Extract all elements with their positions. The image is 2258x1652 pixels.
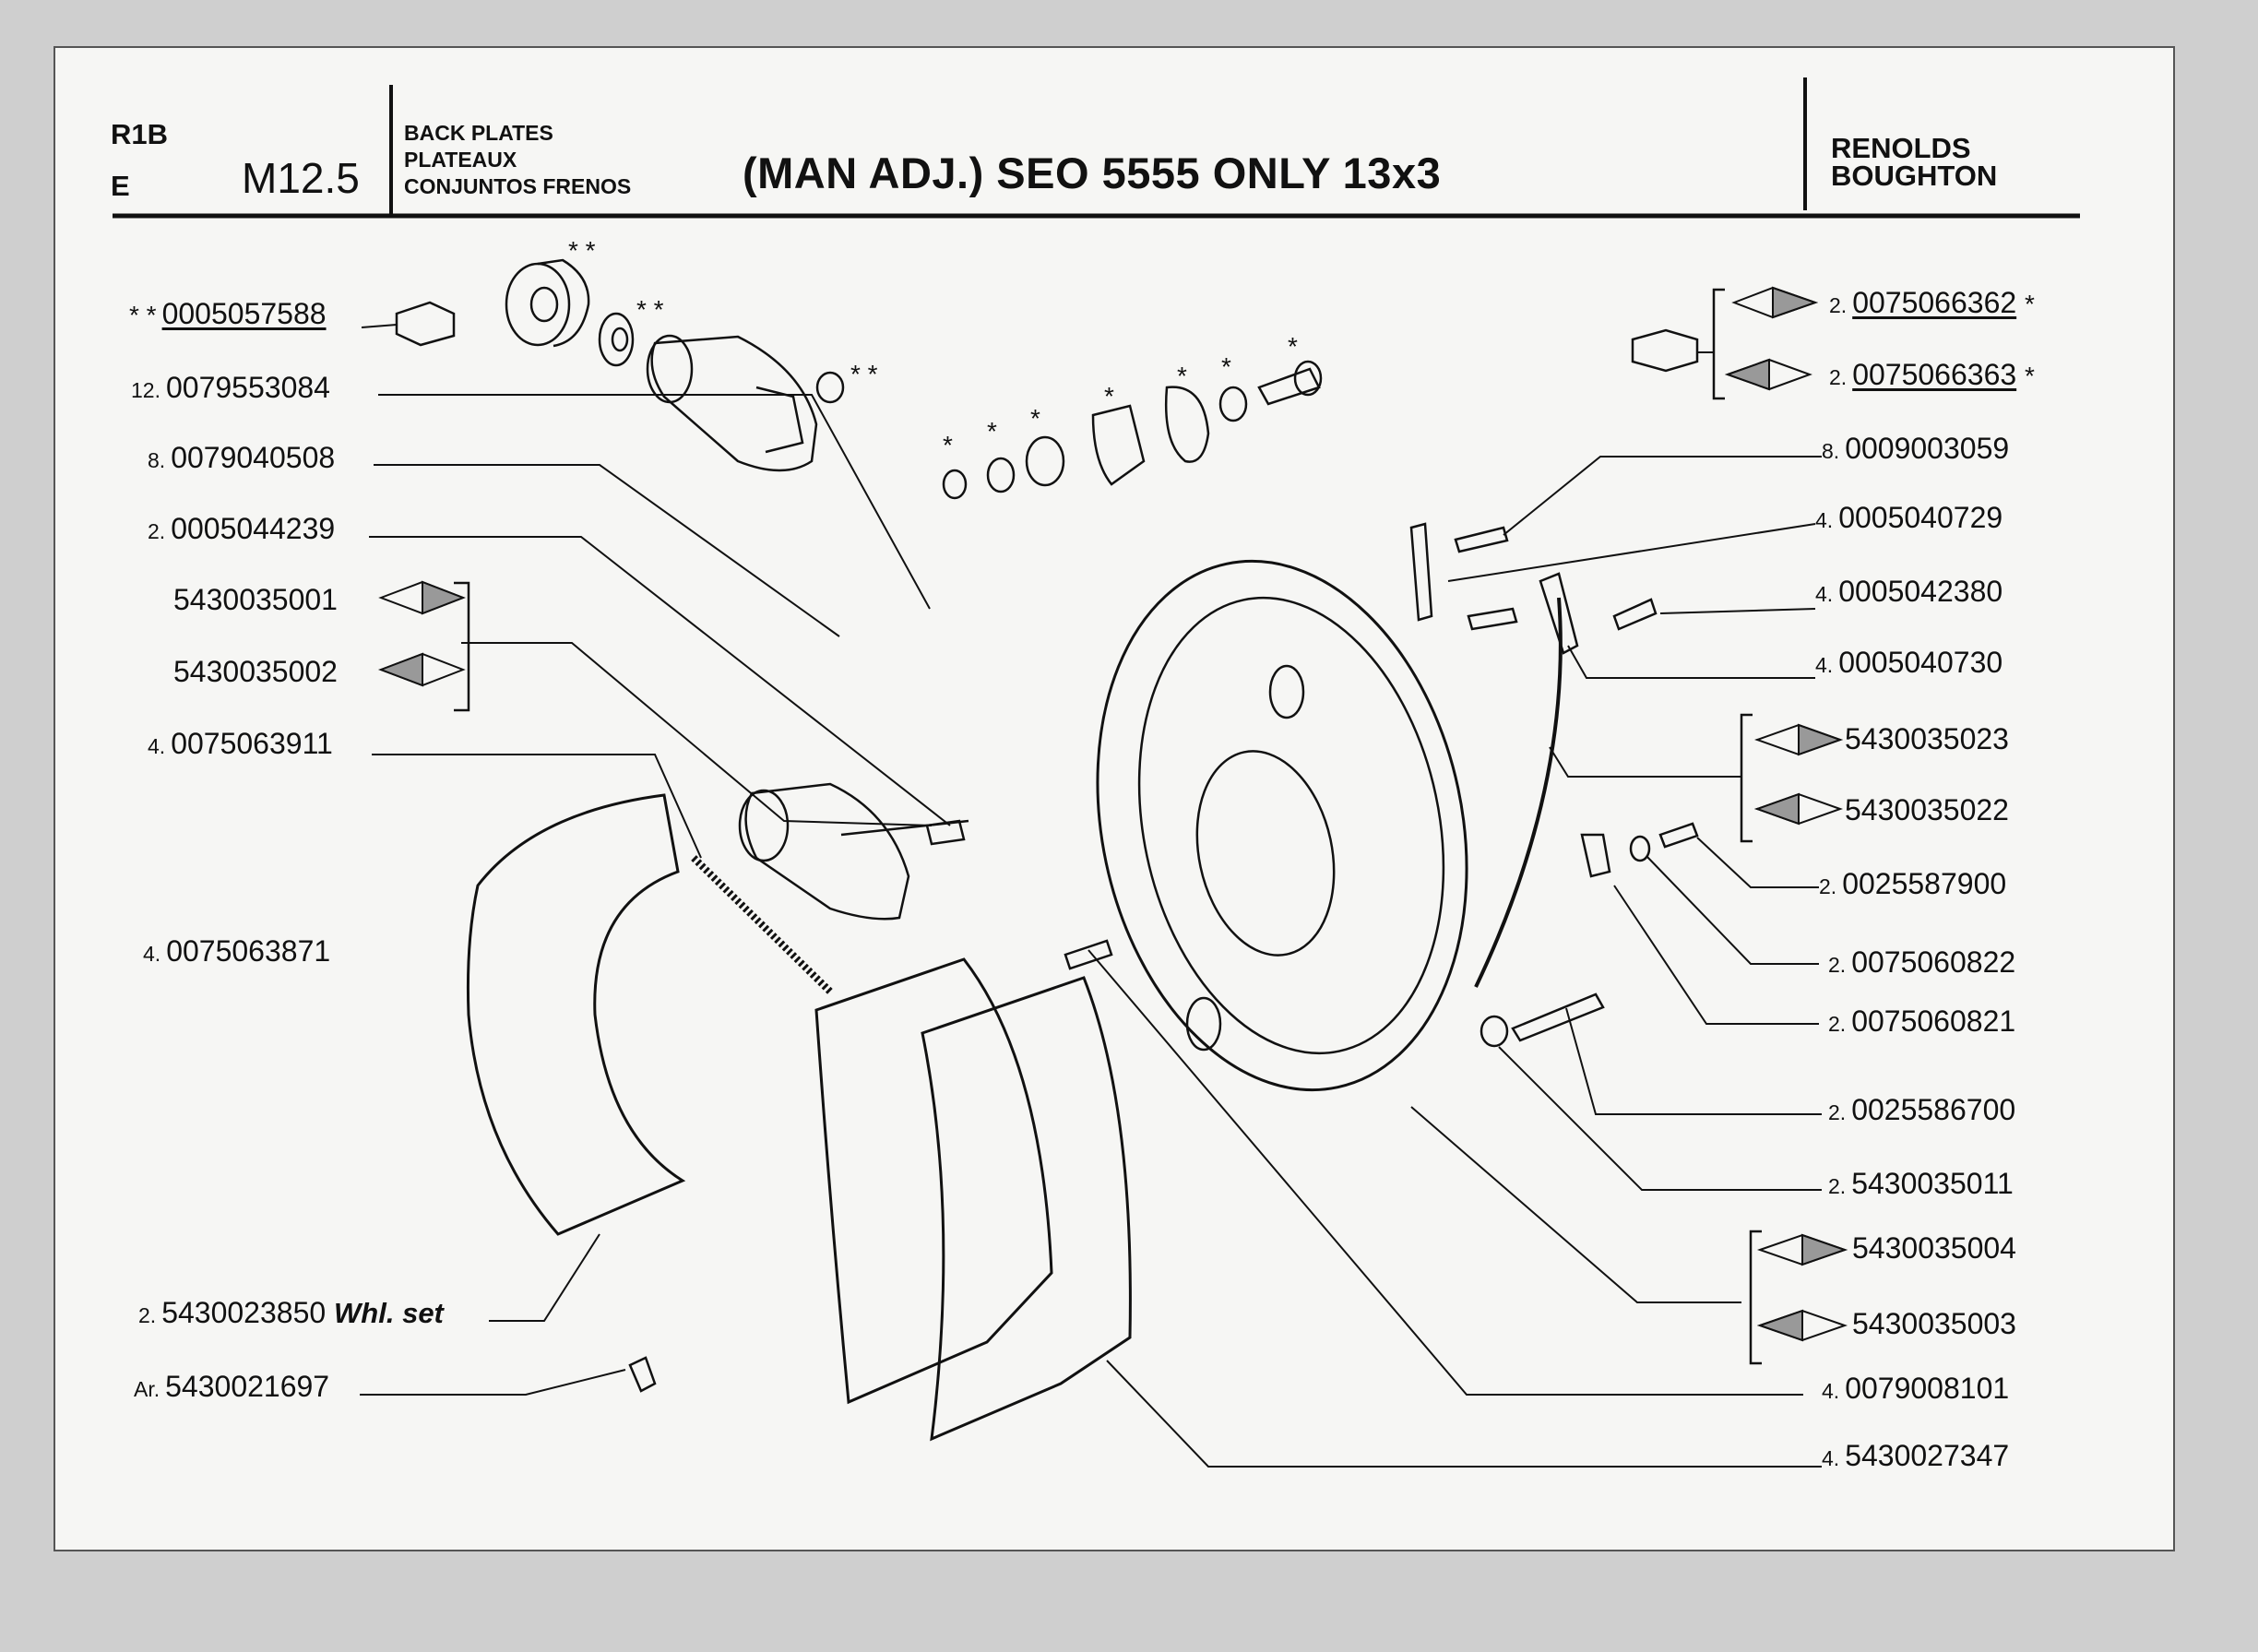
desc-en: BACK PLATES [404, 121, 553, 145]
desc-fr: PLATEAUX [404, 148, 517, 172]
part-label: * *0005057588 [129, 297, 327, 330]
double-star-marker: * * [636, 295, 664, 324]
code-top: R1B [111, 118, 169, 150]
backing-plate [1096, 559, 1468, 1092]
part-label: 8.0079040508 [148, 441, 336, 474]
part-label: 2.0075066363 * [1829, 358, 2035, 391]
double-star-marker: * * [568, 236, 596, 265]
bag-item-left [395, 301, 456, 347]
part-label: 5430035023 [1845, 722, 2009, 755]
double-star-marker: * * [850, 360, 878, 388]
part-label: 4.0005040730 [1815, 646, 2003, 679]
star-marker: * [1030, 404, 1040, 433]
star-marker: * [1177, 362, 1187, 390]
wheel-cylinder-top [646, 334, 818, 472]
part-label: 4.0005042380 [1815, 575, 2003, 608]
part-label: 2.5430023850 Whl. set [138, 1296, 444, 1329]
part-label: 5430035002 [173, 655, 338, 688]
brand-line-2: BOUGHTON [1831, 160, 1998, 192]
part-label: 4.0079008101 [1822, 1372, 2010, 1405]
part-label: 4.5430027347 [1822, 1439, 2010, 1472]
code-bottom: E [111, 170, 130, 202]
part-label: 5430035022 [1845, 793, 2009, 826]
brake-shoe-right-b [921, 976, 1132, 1442]
wheel-cylinder-lower [738, 782, 910, 921]
dust-cap [505, 258, 635, 367]
adjuster-parts [942, 360, 1323, 500]
part-label: 4.0075063871 [143, 934, 331, 968]
page-title: (MAN ADJ.) SEO 5555 ONLY 13x3 [743, 149, 1442, 197]
brand-line-1: RENOLDS [1831, 132, 1971, 164]
part-label: 5430035003 [1852, 1307, 2016, 1340]
part-label: 2.0075066362 * [1829, 286, 2035, 319]
star-marker: * [1221, 352, 1231, 381]
part-label: 5430035004 [1852, 1231, 2016, 1265]
desc-es: CONJUNTOS FRENOS [404, 174, 632, 198]
parts-sheet [55, 48, 2173, 1550]
star-marker: * [943, 431, 953, 459]
part-label: 12.0079553084 [131, 371, 330, 404]
part-label: 2.0025586700 [1828, 1093, 2016, 1126]
brake-shoe-left [466, 793, 686, 1236]
part-label: 2.0005044239 [148, 512, 336, 545]
brake-shoe-right-a [814, 957, 1053, 1405]
kit-icons [378, 286, 1848, 1342]
part-label: 2.0075060821 [1828, 1004, 2016, 1038]
part-label: 4.0005040729 [1815, 501, 2003, 534]
part-label: 2.0025587900 [1819, 867, 2007, 900]
part-label: 2.5430035011 [1828, 1167, 2014, 1200]
part-label: 8.0009003059 [1822, 432, 2010, 465]
star-marker: * [1104, 382, 1114, 410]
bag-item-right [1631, 328, 1699, 373]
part-label: 5430035001 [173, 583, 338, 616]
part-label: 4.0075063911 [148, 727, 333, 760]
star-marker: * [987, 417, 997, 446]
star-marker: * [1288, 332, 1298, 361]
part-label: Ar.5430021697 [134, 1370, 330, 1403]
part-label: 2.0075060822 [1828, 945, 2016, 979]
section-number: M12.5 [242, 154, 360, 202]
